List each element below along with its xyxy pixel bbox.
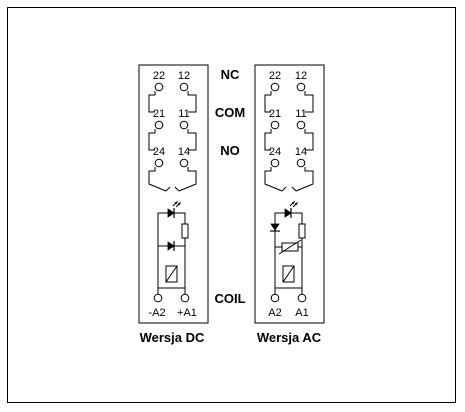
ac-pin-14: 14 (295, 146, 307, 158)
dc-resistor-icon (181, 223, 189, 239)
label-nc: NC (221, 67, 240, 82)
ac-pin-11: 11 (295, 108, 306, 120)
dc-terminal-a1 (180, 293, 190, 303)
label-no: NO (220, 143, 240, 158)
ac-coil-circuit (270, 200, 306, 294)
ac-terminal-a2 (270, 293, 280, 303)
ac-pin-12: 12 (295, 70, 307, 82)
dc-terminal-24 (154, 158, 164, 168)
dc-terminal-14 (179, 158, 189, 168)
dc-pin-24: 24 (153, 146, 165, 158)
ac-diode-icon (270, 223, 280, 231)
ac-terminal-24 (270, 158, 280, 168)
dc-terminal-a2 (153, 293, 163, 303)
ac-contact-wiring (264, 91, 314, 192)
ac-pin-a2: A2 (268, 307, 281, 319)
dc-pin-22: 22 (153, 70, 165, 82)
dc-diode-icon (167, 241, 175, 251)
dc-pin-14: 14 (178, 146, 190, 158)
ac-terminal-12 (296, 82, 306, 92)
ac-terminal-22 (270, 82, 280, 92)
ac-pin-24: 24 (269, 146, 281, 158)
dc-pin-11: 11 (178, 108, 189, 120)
ac-led-icon (284, 208, 292, 218)
label-coil: COIL (214, 291, 245, 306)
dc-module-outline (138, 64, 209, 324)
ac-relay-module: 22 12 21 11 24 14 (254, 64, 325, 345)
dc-terminal-22 (154, 82, 164, 92)
dc-caption: Wersja DC (140, 330, 205, 345)
dc-terminal-12 (179, 82, 189, 92)
dc-led-icon (167, 208, 175, 218)
ac-pin-22: 22 (269, 70, 281, 82)
dc-coil-circuit (157, 200, 189, 294)
label-com: COM (215, 105, 245, 120)
dc-pin-minus-a2: -A2 (148, 307, 165, 319)
ac-terminal-11 (296, 120, 306, 130)
ac-pin-a1: A1 (295, 307, 308, 319)
ac-pin-21: 21 (269, 108, 281, 120)
dc-pin-12: 12 (178, 70, 190, 82)
ac-caption: Wersja AC (257, 330, 322, 345)
ac-terminal-14 (296, 158, 306, 168)
dc-contact-wiring (148, 91, 197, 192)
ac-module-outline (254, 64, 325, 324)
ac-terminal-21 (270, 120, 280, 130)
dc-relay-module: 22 12 21 11 24 14 (138, 64, 209, 345)
ac-terminal-a1 (297, 293, 307, 303)
dc-pin-plus-a1: +A1 (177, 307, 197, 319)
dc-pin-21: 21 (153, 108, 165, 120)
ac-resistor-icon (298, 223, 306, 239)
dc-terminal-11 (179, 120, 189, 130)
diagram-frame (7, 7, 456, 403)
dc-terminal-21 (154, 120, 164, 130)
